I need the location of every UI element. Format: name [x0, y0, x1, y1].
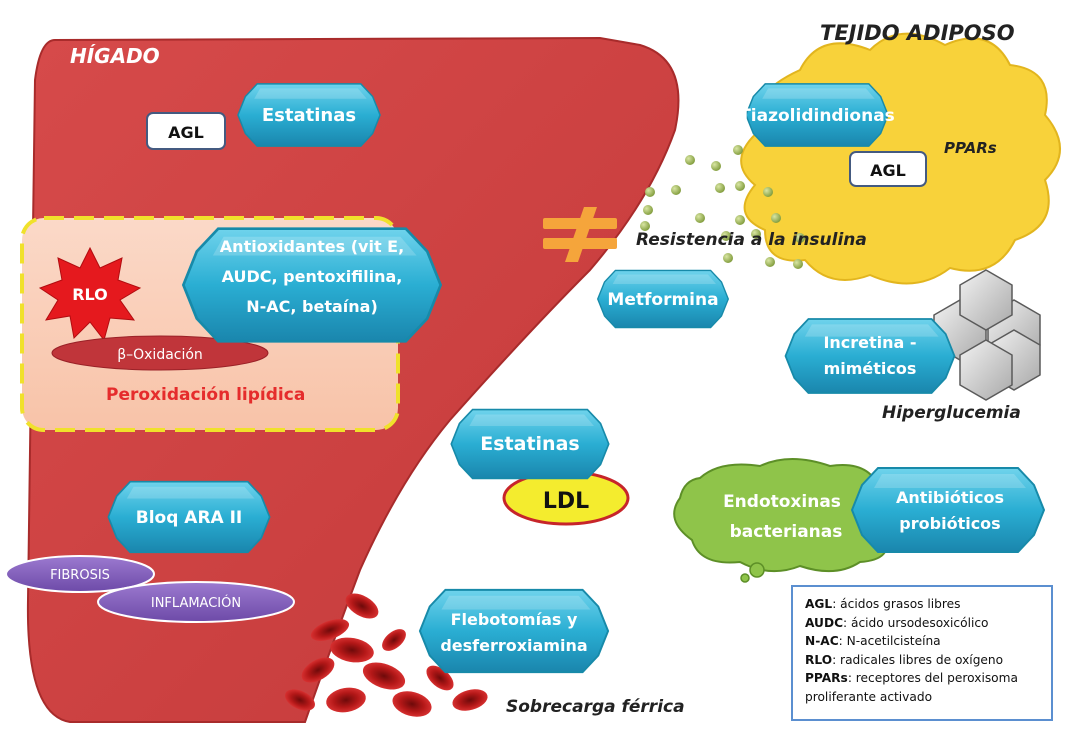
antioxidants-line-3: N-AC, betaína) — [246, 297, 378, 316]
phlebotomy-line-1: Flebotomías y — [451, 610, 578, 629]
adipose-title: TEJIDO ADIPOSO — [820, 21, 1015, 45]
inflammation-label: INFLAMACIÓN — [151, 595, 241, 611]
antioxidants-line-2: AUDC, pentoxifilina, — [222, 267, 403, 286]
statins-top-label: Estatinas — [262, 105, 356, 126]
tzd-label: Tiazolidindionas — [739, 106, 895, 126]
agl-liver-box — [146, 112, 226, 150]
endotoxins-cloud — [673, 458, 896, 583]
antioxidants-line-1: Antioxidantes (vit E, — [220, 237, 404, 256]
ldl-label: LDL — [543, 489, 589, 514]
legend-item-agl: AGL: ácidos grasos libres — [805, 597, 961, 611]
legend-item-ppars: PPARs: receptores del peroxisoma prolife… — [805, 671, 1018, 704]
beta-oxidation-ellipse — [51, 335, 269, 371]
endotoxins-line-2: bacterianas — [730, 522, 843, 542]
beta-oxidation-label: β–Oxidación — [117, 347, 203, 363]
agl-fat-label: AGL — [870, 161, 906, 180]
peroxidation-label: Peroxidación lipídica — [106, 385, 305, 405]
incretin-line-2: miméticos — [824, 359, 917, 378]
antibiotics-badge — [850, 466, 1046, 554]
antibiotics-line-2: probióticos — [899, 514, 1000, 533]
phlebotomy-badge — [418, 588, 610, 674]
inflammation-ellipse — [97, 581, 295, 623]
antibiotics-line-1: Antibióticos — [896, 488, 1004, 507]
ppars-label: PPARs — [944, 139, 997, 157]
abbreviation-legend: AGL: ácidos grasos libres AUDC: ácido ur… — [791, 585, 1053, 721]
fibrosis-label: FIBROSIS — [50, 568, 110, 583]
phlebotomy-line-2: desferroxiamina — [440, 636, 587, 655]
metformin-label: Metformina — [607, 290, 718, 310]
red-blood-cells — [285, 593, 488, 717]
fatty-acid-dots — [640, 145, 805, 269]
rlo-label: RLO — [72, 285, 108, 304]
agl-liver-label: AGL — [168, 123, 204, 142]
incretin-badge — [784, 318, 956, 394]
ara-label: Bloq ARA II — [136, 508, 243, 528]
legend-item-audc: AUDC: ácido ursodesoxicólico — [805, 615, 989, 630]
legend-item-nac: N-AC: N-acetilcisteína — [805, 634, 941, 649]
endotoxins-line-1: Endotoxinas — [723, 492, 841, 512]
liver-title: HÍGADO — [70, 44, 160, 68]
agl-fat-box — [849, 151, 927, 187]
insulin-resistance-label: Resistencia a la insulina — [636, 230, 867, 250]
incretin-line-1: Incretina - — [823, 333, 916, 352]
statins-mid-label: Estatinas — [480, 433, 579, 455]
iron-overload-label: Sobrecarga férrica — [506, 697, 685, 717]
legend-item-rlo: RLO: radicales libres de oxígeno — [805, 652, 1004, 667]
rlo-starburst — [38, 246, 142, 342]
glucose-hexagons — [933, 269, 1041, 401]
fibrosis-ellipse — [5, 555, 155, 593]
not-equal-icon — [543, 207, 617, 262]
hyperglycemia-label: Hiperglucemia — [882, 403, 1021, 423]
